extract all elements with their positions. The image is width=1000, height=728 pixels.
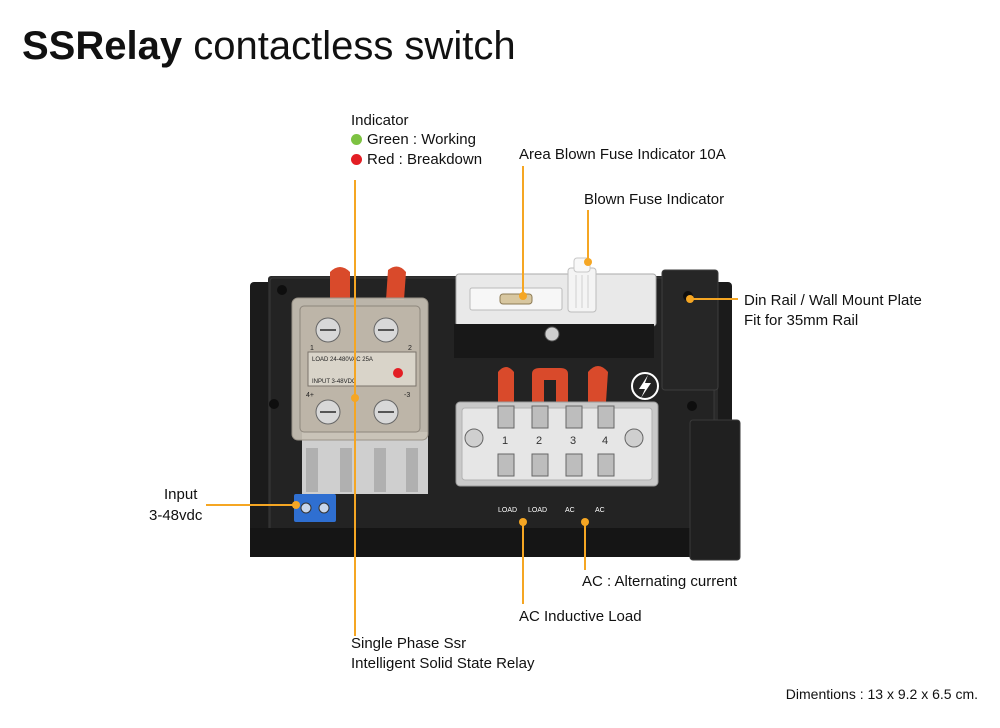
indicator-green-row: Green : Working	[351, 130, 476, 149]
ssr-pin-3: -3	[404, 392, 410, 399]
ssr-sub-label: Intelligent Solid State Relay	[351, 655, 535, 672]
title-rest: contactless switch	[182, 24, 516, 68]
callout-lines	[206, 166, 738, 636]
ssr-pin-1: 1	[310, 345, 314, 352]
ssr-status-led	[393, 368, 403, 378]
input-voltage-label: 3-48vdc	[149, 507, 203, 524]
terminal-number-4: 4	[602, 435, 608, 447]
ssr-label: Single Phase Ssr	[351, 635, 467, 652]
terminal-label-load-2: LOAD	[528, 507, 547, 514]
terminal-number-1: 1	[502, 435, 508, 447]
inductive-load-label: AC Inductive Load	[519, 608, 642, 625]
red-wires	[330, 266, 608, 402]
din-rail-label: Din Rail / Wall Mount Plate	[744, 292, 922, 309]
input-label: Input	[164, 486, 198, 503]
ssr-module	[291, 297, 429, 494]
indicator-red-label: Red : Breakdown	[367, 151, 483, 168]
terminal-label-ac-2: AC	[595, 507, 605, 514]
input-terminal-block	[294, 494, 336, 522]
blown-fuse-label: Blown Fuse Indicator	[584, 191, 725, 208]
blown-fuse-indicator	[567, 257, 597, 313]
terminal-number-3: 3	[570, 435, 576, 447]
din-rail-sub-label: Fit for 35mm Rail	[744, 312, 859, 329]
ssr-pin-4: 4+	[306, 392, 314, 399]
ssr-input-text: INPUT 3-48VDC	[312, 379, 357, 385]
output-terminal-strip	[455, 401, 659, 487]
green-dot-icon	[351, 134, 362, 145]
indicator-heading: Indicator	[351, 112, 409, 129]
page-title: SSRelay contactless switch	[22, 22, 516, 70]
dimensions-note: Dimentions : 13 x 9.2 x 6.5 cm.	[785, 686, 978, 702]
terminal-number-2: 2	[536, 435, 542, 447]
ssr-load-text: LOAD 24-480VAC 25A	[312, 357, 373, 363]
area-fuse-label: Area Blown Fuse Indicator 10A	[519, 146, 726, 163]
terminal-label-ac-1: AC	[565, 507, 575, 514]
ssr-pin-2: 2	[408, 345, 412, 352]
indicator-green-label: Green : Working	[367, 131, 476, 148]
indicator-red-row: Red : Breakdown	[351, 150, 482, 169]
lightning-icon	[631, 372, 659, 400]
red-dot-icon	[351, 154, 362, 165]
ac-label: AC : Alternating current	[582, 573, 738, 590]
fuse-holder	[454, 273, 657, 358]
title-bold: SSRelay	[22, 24, 183, 68]
terminal-label-load-1: LOAD	[498, 507, 517, 514]
